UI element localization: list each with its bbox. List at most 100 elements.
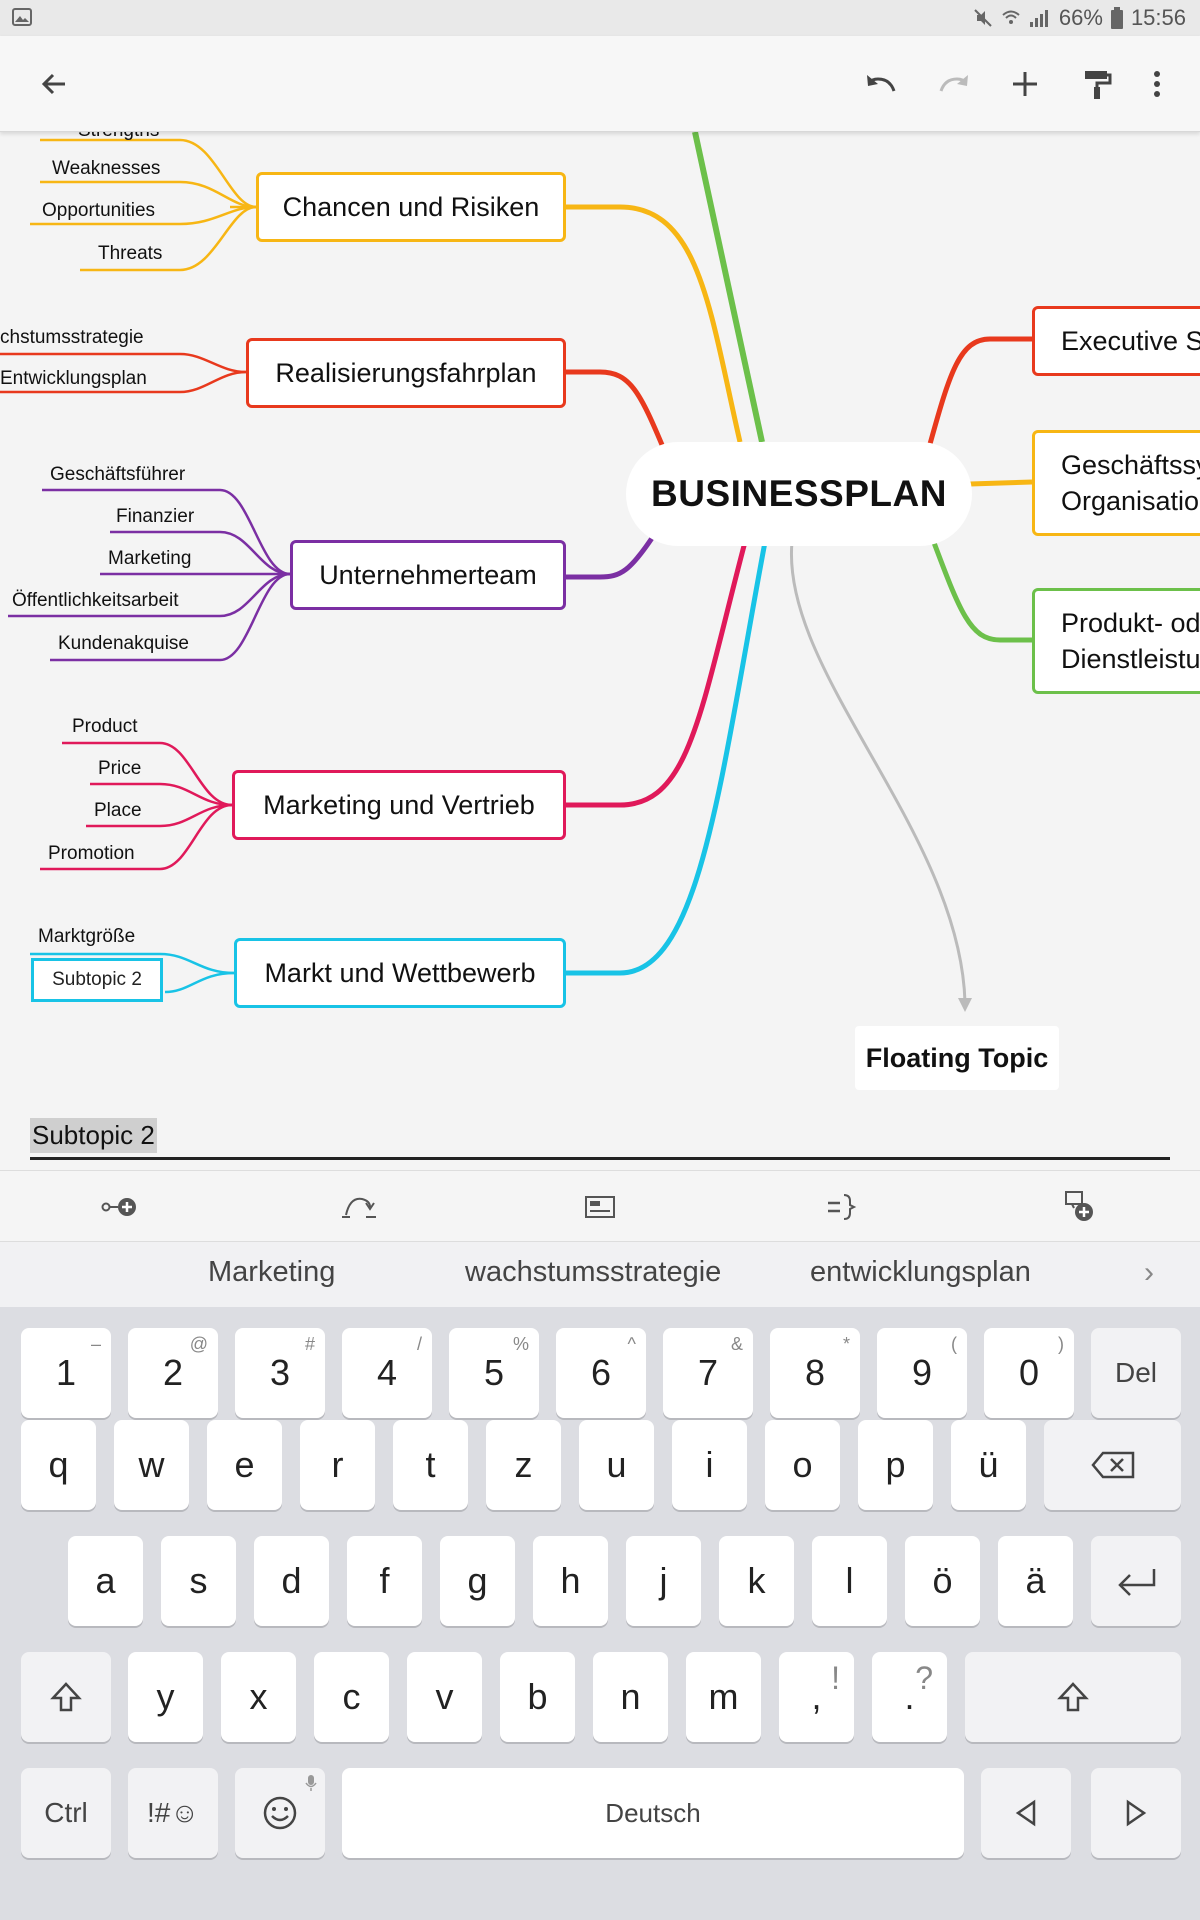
add-relationship-button[interactable] [338,1187,382,1227]
key-5-label: 5 [483,1352,505,1393]
key-8[interactable]: 8* [770,1328,860,1418]
subtopic-wachstumsstrategie[interactable]: chstumsstrategie [0,327,144,348]
key-a[interactable]: a [68,1536,143,1626]
add-floating-topic-button[interactable] [1058,1187,1102,1227]
emoji-key[interactable] [235,1768,325,1858]
space-key[interactable]: Deutsch [342,1768,964,1858]
ctrl-key[interactable]: Ctrl [21,1768,111,1858]
topic-marketing-und-vertrieb[interactable]: Marketing und Vertrieb [232,770,566,840]
key-k[interactable]: k [719,1536,794,1626]
key-r[interactable]: r [300,1420,375,1510]
key-oe[interactable]: ö [905,1536,980,1626]
backspace-key[interactable] [1044,1420,1181,1510]
undo-icon [867,75,896,92]
add-topic-button[interactable] [999,58,1051,110]
undo-button[interactable] [855,58,907,110]
topic-produkt-dienstleistung[interactable]: Produkt- od Dienstleistu [1032,588,1200,694]
subtopic-marktgroesse[interactable]: Marktgröße [38,926,136,947]
subtopic-finanzier[interactable]: Finanzier [116,506,195,527]
subtopic-threats[interactable]: Threats [98,243,163,264]
key-x[interactable]: x [221,1652,296,1742]
key-5[interactable]: 5% [449,1328,539,1418]
key-f[interactable]: f [347,1536,422,1626]
key-ue[interactable]: ü [951,1420,1026,1510]
key-3[interactable]: 3# [235,1328,325,1418]
topic-unternehmerteam[interactable]: Unternehmerteam [290,540,566,610]
redo-button[interactable] [928,58,980,110]
suggestion-3[interactable]: entwicklungsplan [810,1256,1031,1288]
subtopic-marketing[interactable]: Marketing [108,548,192,569]
key-m[interactable]: m [686,1652,761,1742]
topic-executive-summary[interactable]: Executive S [1032,306,1200,376]
add-subtopic-button[interactable] [98,1187,142,1227]
key-w[interactable]: w [114,1420,189,1510]
delete-key[interactable]: Del [1091,1328,1181,1418]
subtopic-price[interactable]: Price [98,758,142,779]
key-p[interactable]: p [858,1420,933,1510]
mute-icon [974,9,992,27]
key-d[interactable]: d [254,1536,329,1626]
suggestion-2[interactable]: wachstumsstrategie [465,1256,722,1288]
key-b[interactable]: b [500,1652,575,1742]
key-9[interactable]: 9( [877,1328,967,1418]
key-i[interactable]: i [672,1420,747,1510]
cursor-right-key[interactable] [1091,1768,1181,1858]
key-ae[interactable]: ä [998,1536,1073,1626]
topic-edit-value[interactable]: Subtopic 2 [30,1118,157,1153]
key-v[interactable]: v [407,1652,482,1742]
subtopic-strengths[interactable]: Strengths [78,132,159,142]
subtopic-product[interactable]: Product [72,716,138,737]
subtopic-place[interactable]: Place [94,800,142,821]
key-comma[interactable]: ,! [779,1652,854,1742]
insert-label-button[interactable] [578,1187,622,1227]
key-z[interactable]: z [486,1420,561,1510]
key-q[interactable]: q [21,1420,96,1510]
subtopic-oeffentlichkeitsarbeit[interactable]: Öffentlichkeitsarbeit [12,590,179,611]
subtopic-opportunities[interactable]: Opportunities [42,200,156,221]
key-7[interactable]: 7& [663,1328,753,1418]
key-1[interactable]: 1– [21,1328,111,1418]
subtopic-2-selected[interactable]: Subtopic 2 [31,958,163,1002]
key-y[interactable]: y [128,1652,203,1742]
topic-geschaeftssystem[interactable]: Geschäftssy Organisatio [1032,430,1200,536]
floating-topic[interactable]: Floating Topic [855,1026,1059,1090]
shift-left-key[interactable] [21,1652,111,1742]
format-painter-button[interactable] [1071,58,1123,110]
key-n[interactable]: n [593,1652,668,1742]
key-6[interactable]: 6^ [556,1328,646,1418]
topic-realisierungsfahrplan[interactable]: Realisierungsfahrplan [246,338,566,408]
subtopic-geschaeftsfuehrer[interactable]: Geschäftsführer [50,464,186,485]
enter-key[interactable] [1091,1536,1181,1626]
key-4[interactable]: 4/ [342,1328,432,1418]
suggestion-1[interactable]: Marketing [208,1256,336,1288]
key-j[interactable]: j [626,1536,701,1626]
topic-chancen-und-risiken[interactable]: Chancen und Risiken [256,172,566,242]
key-period[interactable]: .? [872,1652,947,1742]
subtopic-promotion[interactable]: Promotion [48,843,135,864]
mindmap-canvas[interactable]: Chancen und Risiken Realisierungsfahrpla… [0,132,1200,1172]
central-topic[interactable]: BUSINESSPLAN [626,442,972,546]
subtopic-weaknesses[interactable]: Weaknesses [52,158,161,179]
key-g[interactable]: g [440,1536,515,1626]
more-suggestions-chevron-icon[interactable]: › [1144,1256,1154,1289]
key-0[interactable]: 0) [984,1328,1074,1418]
key-c[interactable]: c [314,1652,389,1742]
key-h[interactable]: h [533,1536,608,1626]
add-summary-button[interactable] [818,1187,862,1227]
key-o[interactable]: o [765,1420,840,1510]
key-l[interactable]: l [812,1536,887,1626]
more-options-button[interactable] [1131,58,1183,110]
back-button[interactable] [28,58,80,110]
symbols-key[interactable]: !#☺ [128,1768,218,1858]
key-2[interactable]: 2@ [128,1328,218,1418]
key-u[interactable]: u [579,1420,654,1510]
subtopic-entwicklungsplan[interactable]: Entwicklungsplan [0,368,147,389]
key-t[interactable]: t [393,1420,468,1510]
subtopic-kundenakquise[interactable]: Kundenakquise [58,633,189,654]
topic-markt-und-wettbewerb[interactable]: Markt und Wettbewerb [234,938,566,1008]
topic-edit-field[interactable]: Subtopic 2 [30,1118,1170,1160]
key-e[interactable]: e [207,1420,282,1510]
cursor-left-key[interactable] [981,1768,1071,1858]
key-s[interactable]: s [161,1536,236,1626]
shift-right-key[interactable] [965,1652,1181,1742]
